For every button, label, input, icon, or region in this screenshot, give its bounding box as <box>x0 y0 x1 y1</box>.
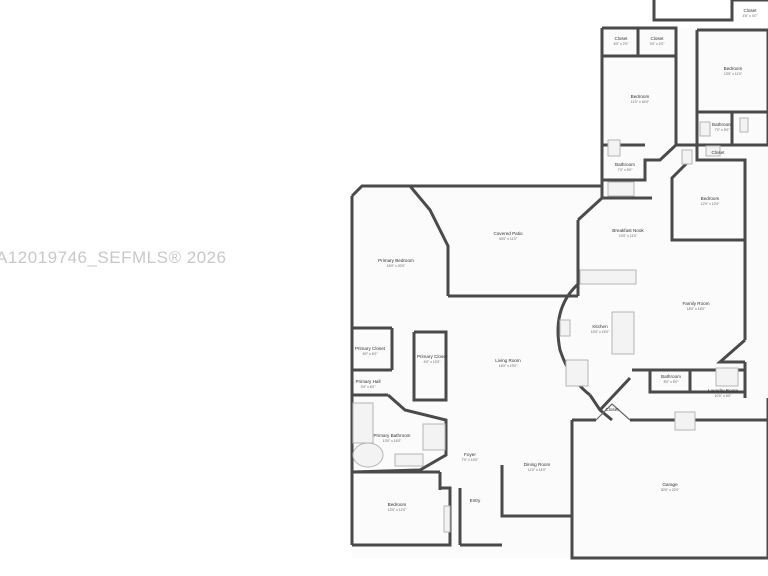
room-label-bathroom-lower: Bathroom <box>661 374 681 379</box>
room-dims-closet-top-right: 4'6" x 4'0" <box>743 14 759 18</box>
room-dims-garage: 30'0" x 22'0" <box>661 488 680 492</box>
room-label-bathroom-upper-mid: Bathroom <box>615 162 635 167</box>
room-label-closet-upper-b: Closet <box>650 36 664 41</box>
room-label-bedroom-lower: Bedroom <box>388 502 407 507</box>
room-dims-bedroom-lower: 13'0" x 12'0" <box>388 508 407 512</box>
room-dims-foyer: 7'0" x 10'0" <box>462 458 480 462</box>
room-label-closet-lower: Closet <box>605 407 619 412</box>
room-label-family-room: Family Room <box>682 301 709 306</box>
room-dims-closet-upper-b: 3'0" x 2'0" <box>650 42 666 46</box>
room-label-laundry-room: Laundry Room <box>708 388 738 393</box>
watermark-text: A12019746_SEFMLS® 2026 <box>0 248 227 267</box>
room-label-primary-closet-a: Primary Closet <box>355 346 386 351</box>
room-label-bedroom-mid-right: Bedroom <box>701 196 720 201</box>
room-label-living-room: Living Room <box>495 358 521 363</box>
room-label-dining-room: Dining Room <box>524 462 551 467</box>
room-dims-primary-closet-b: 6'0" x 10'0" <box>424 360 442 364</box>
room-dims-laundry-room: 10'0" x 6'0" <box>715 394 733 398</box>
room-label-covered-patio: Covered Patio <box>493 231 523 236</box>
room-dims-closet-upper-a: 6'0" x 2'0" <box>614 42 630 46</box>
room-label-garage: Garage <box>662 482 678 487</box>
room-dims-covered-patio: 40'0" x 11'0" <box>499 237 518 241</box>
room-dims-breakfast-nook: 10'0" x 11'0" <box>619 234 638 238</box>
room-label-foyer: Foyer <box>464 452 476 457</box>
room-label-primary-bedroom: Primary Bedroom <box>378 258 414 263</box>
room-dims-primary-hall: 3'0" x 6'0" <box>361 385 377 389</box>
floor-fills <box>352 28 768 558</box>
room-dims-primary-closet-a: 6'0" x 6'0" <box>363 352 379 356</box>
room-dims-bedroom-upper-left: 11'0" x 16'0" <box>631 100 650 104</box>
room-dims-bathroom-upper-mid: 7'0" x 5'0" <box>618 168 634 172</box>
room-label-bathroom-upper-right: Bathroom <box>712 122 732 127</box>
room-dims-bathroom-upper-right: 7'0" x 5'0" <box>715 128 731 132</box>
room-dims-primary-bedroom: 16'0" x 20'0" <box>387 264 406 268</box>
room-label-breakfast-nook: Breakfast Nook <box>612 228 644 233</box>
room-label-kitchen: Kitchen <box>592 324 608 329</box>
room-label-primary-bathroom: Primary Bathroom <box>373 433 410 438</box>
room-dims-bedroom-upper-right: 13'0" x 11'0" <box>724 72 743 76</box>
fixtures <box>352 117 749 533</box>
room-dims-bathroom-lower: 8'0" x 5'0" <box>664 380 680 384</box>
room-label-entry: Entry <box>470 498 481 503</box>
room-dims-dining-room: 11'0" x 14'0" <box>528 468 547 472</box>
room-label-primary-hall: Primary Hall <box>355 379 380 384</box>
room-label-closet-mid: Closet <box>711 150 725 155</box>
room-label-closet-top-right: Closet <box>743 8 757 13</box>
room-dims-primary-bathroom: 13'0" x 16'0" <box>383 439 402 443</box>
room-dims-living-room: 16'0" x 19'0" <box>499 364 518 368</box>
room-label-primary-closet-b: Primary Closet <box>417 354 448 359</box>
room-label-closet-upper-a: Closet <box>614 36 628 41</box>
room-dims-bedroom-mid-right: 12'0" x 12'0" <box>701 202 720 206</box>
room-label-bedroom-upper-left: Bedroom <box>631 94 650 99</box>
room-dims-kitchen: 16'0" x 15'0" <box>591 330 610 334</box>
room-dims-family-room: 18'0" x 18'0" <box>687 307 706 311</box>
room-label-bedroom-upper-right: Bedroom <box>724 66 743 71</box>
